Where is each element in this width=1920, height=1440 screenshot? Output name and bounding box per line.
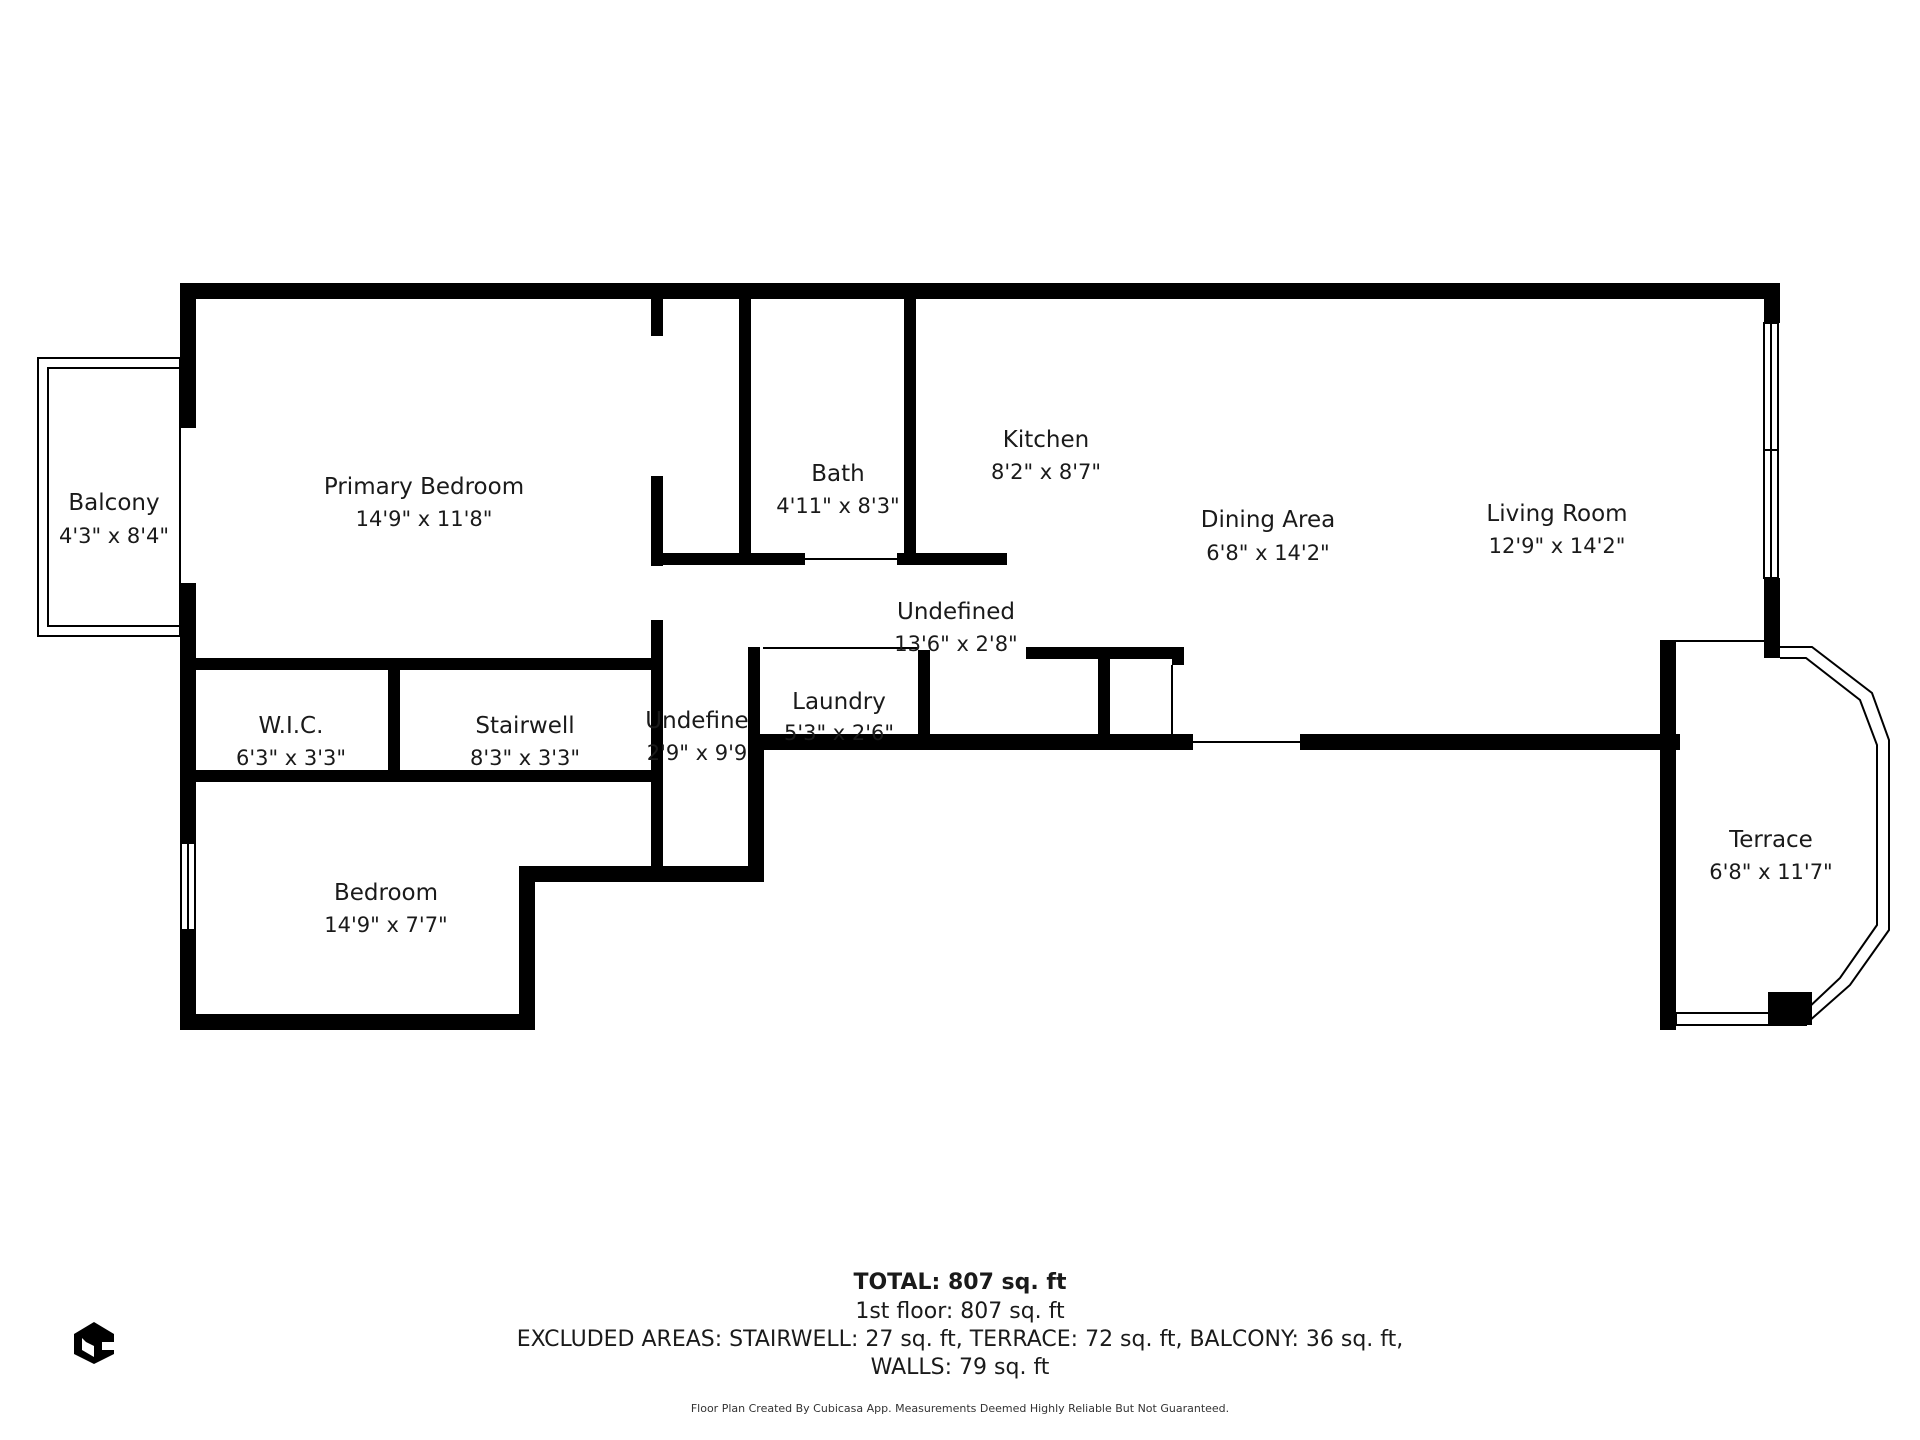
wic-name: W.I.C.	[259, 713, 324, 739]
disclaimer: Floor Plan Created By Cubicasa App. Meas…	[690, 1402, 1230, 1415]
windows	[37, 322, 1890, 1026]
excluded-areas: EXCLUDED AREAS: STAIRWELL: 27 sq. ft, TE…	[516, 1327, 1404, 1352]
total-area: TOTAL: 807 sq. ft	[853, 1270, 1067, 1295]
primary-bedroom-name: Primary Bedroom	[324, 474, 524, 500]
balcony-name: Balcony	[68, 490, 159, 516]
walls	[180, 283, 1780, 1030]
laundry-dim: 5'3" x 2'6"	[784, 721, 894, 745]
terrace-post	[1768, 992, 1812, 1025]
room-labels: Balcony 4'3" x 8'4" Primary Bedroom 14'9…	[59, 427, 1833, 937]
dining-area-dim: 6'8" x 14'2"	[1206, 541, 1329, 565]
hall-dim: 13'6" x 2'8"	[894, 632, 1017, 656]
kitchen-dim: 8'2" x 8'7"	[991, 460, 1101, 484]
balcony-dim: 4'3" x 8'4"	[59, 524, 169, 548]
floor-plan: Balcony 4'3" x 8'4" Primary Bedroom 14'9…	[37, 283, 1890, 1030]
walls-area: WALLS: 79 sq. ft	[870, 1355, 1050, 1380]
bedroom-dim: 14'9" x 7'7"	[324, 913, 447, 937]
undefined-2-name: Undefine	[645, 708, 748, 734]
floor-area: 1st floor: 807 sq. ft	[855, 1299, 1065, 1324]
stairwell-name: Stairwell	[475, 713, 574, 739]
primary-bedroom-dim: 14'9" x 11'8"	[356, 507, 493, 531]
terrace-name: Terrace	[1728, 827, 1813, 853]
dining-area-name: Dining Area	[1201, 507, 1336, 533]
wic-dim: 6'3" x 3'3"	[236, 746, 346, 770]
cubicasa-logo-icon	[74, 1322, 114, 1364]
hall-name: Undefined	[897, 599, 1015, 625]
bedroom-name: Bedroom	[334, 880, 438, 906]
laundry-name: Laundry	[792, 689, 886, 715]
bath-dim: 4'11" x 8'3"	[776, 494, 899, 518]
kitchen-name: Kitchen	[1003, 427, 1089, 453]
undefined-2-dim: 2'9" x 9'9	[647, 741, 747, 765]
living-room-name: Living Room	[1486, 501, 1627, 527]
living-room-dim: 12'9" x 14'2"	[1489, 534, 1626, 558]
stairwell-dim: 8'3" x 3'3"	[470, 746, 580, 770]
terrace-dim: 6'8" x 11'7"	[1709, 860, 1832, 884]
bath-name: Bath	[811, 461, 864, 487]
